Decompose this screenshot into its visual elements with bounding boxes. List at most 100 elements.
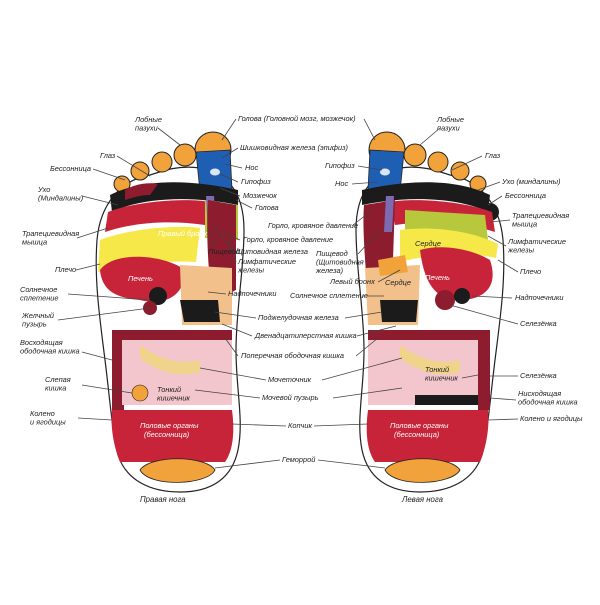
label-line: пазухи bbox=[135, 124, 158, 133]
label-line: кишка bbox=[45, 384, 66, 393]
left-toe-2 bbox=[403, 143, 427, 167]
label-ear-r: Ухо(Миндалины) bbox=[37, 185, 84, 203]
label-shoulder-l: Плечо bbox=[520, 267, 541, 276]
left-toe-3 bbox=[427, 151, 449, 173]
label-head2: Голова bbox=[255, 203, 279, 212]
right-toe-4 bbox=[130, 161, 150, 181]
label-line: мышца bbox=[22, 238, 47, 247]
left-colon-top bbox=[368, 330, 488, 340]
label-head-full: Голова (Головной мозг, мозжечок) bbox=[238, 114, 356, 123]
label-insomnia-r: Бессонница bbox=[50, 164, 91, 173]
label-line: пазухи bbox=[437, 124, 460, 133]
label-line: Тонкий bbox=[425, 365, 449, 374]
right-eye-ear-zone bbox=[125, 183, 158, 200]
label-genitals-right-2: (бессонница) bbox=[144, 430, 190, 439]
label-nose-c: Нос bbox=[245, 163, 258, 172]
label-line: Трапециевидная bbox=[512, 211, 569, 220]
label-throat-right-foot: Горло, кровяное давление bbox=[243, 235, 333, 244]
left-foot-outline bbox=[355, 166, 505, 493]
label-line: ободочная кишка bbox=[518, 398, 578, 407]
left-spleen-spot-1 bbox=[435, 290, 455, 310]
label-line: Тонкий bbox=[157, 385, 181, 394]
label-line: Восходящая bbox=[20, 338, 63, 347]
label-knee-hips-l: Колено и ягодицы bbox=[520, 414, 583, 423]
center-labels: Голова (Головной мозг, мозжечок) Шишкови… bbox=[194, 114, 403, 469]
label-esophagus-right: Пищевод bbox=[208, 247, 240, 256]
left-pancreas-zone bbox=[380, 300, 418, 322]
label-bladder: Мочевой пузырь bbox=[262, 393, 319, 402]
left-descending-colon bbox=[478, 330, 490, 410]
label-line: Солнечное bbox=[20, 285, 57, 294]
label-line: Нисходящая bbox=[518, 389, 561, 398]
label-line: Колено bbox=[30, 409, 55, 418]
label-pancreas: Поджелудочная железа bbox=[258, 313, 339, 322]
label-right-bronch: Правый бронх bbox=[158, 229, 207, 238]
label-line: сплетение bbox=[20, 294, 59, 303]
label-adrenals-c: Надпочечники bbox=[228, 289, 277, 298]
right-foot: Правый бронх Печень Половые органы (бесс… bbox=[95, 131, 245, 493]
label-transverse-colon: Поперечная ободочная кишка bbox=[241, 351, 344, 360]
label-hemorrhoid: Геморрой bbox=[282, 455, 315, 464]
right-pituitary-spot bbox=[210, 168, 220, 176]
left-heart-zone bbox=[378, 255, 408, 276]
left-toe-4 bbox=[450, 161, 470, 181]
label-line: ободочная кишка bbox=[20, 347, 80, 356]
label-left-bronch: Левый бронх bbox=[329, 277, 375, 286]
right-gallbladder-1 bbox=[149, 287, 167, 305]
right-heel-zone bbox=[111, 410, 234, 462]
label-pituitary-c: Гипофиз bbox=[241, 177, 271, 186]
label-coccyx: Копчик bbox=[288, 421, 312, 430]
label-spleen2: Селезёнка bbox=[520, 371, 557, 380]
left-foot: Печень Сердце Сердце Половые органы (бес… bbox=[355, 131, 505, 493]
label-line: Лимфатические bbox=[507, 237, 566, 246]
left-spleen-spot-2 bbox=[454, 288, 470, 304]
label-throat-left-foot: Горло, кровяное давление bbox=[268, 221, 358, 230]
left-thyroid-strip bbox=[384, 196, 394, 232]
right-trapezius-zone bbox=[105, 200, 210, 232]
label-genitals-right-1: Половые органы bbox=[140, 421, 199, 430]
label-line: Ухо bbox=[37, 185, 50, 194]
label-line: железа) bbox=[315, 266, 344, 275]
label-shoulder-r: Плечо bbox=[55, 265, 76, 274]
label-ureter: Мочеточник bbox=[268, 375, 312, 384]
label-line: Лобные bbox=[134, 115, 162, 124]
label-insomnia-l: Бессонница bbox=[505, 191, 546, 200]
label-line: мышца bbox=[512, 220, 537, 229]
label-line: Слепая bbox=[45, 375, 71, 384]
right-hemorrhoid-zone bbox=[139, 458, 216, 483]
label-adrenals-l: Надпочечники bbox=[515, 293, 564, 302]
label-line: кишечник bbox=[157, 394, 190, 403]
right-toe-2 bbox=[173, 143, 197, 167]
label-nose-l: Нос bbox=[335, 179, 348, 188]
label-line: железы bbox=[507, 246, 535, 255]
right-caecum-spot bbox=[131, 384, 149, 402]
label-line: пузырь bbox=[22, 320, 47, 329]
label-solar-plexus-c: Солнечное сплетение bbox=[290, 291, 368, 300]
label-eye-r: Глаз bbox=[100, 151, 116, 160]
left-liver-zone bbox=[420, 247, 493, 300]
caption-left-foot: Левая нога bbox=[401, 495, 444, 504]
label-line: Желчный bbox=[21, 311, 54, 320]
label-pituitary-l: Гипофиз bbox=[325, 161, 355, 170]
left-hemorrhoid-zone bbox=[384, 458, 461, 483]
label-line: (Миндалины) bbox=[38, 194, 84, 203]
left-sigmoid-colon bbox=[415, 395, 478, 405]
label-eye-l: Глаз bbox=[485, 151, 501, 160]
caption-right-foot: Правая нога bbox=[140, 495, 186, 504]
label-line: Пищевод bbox=[316, 249, 348, 258]
